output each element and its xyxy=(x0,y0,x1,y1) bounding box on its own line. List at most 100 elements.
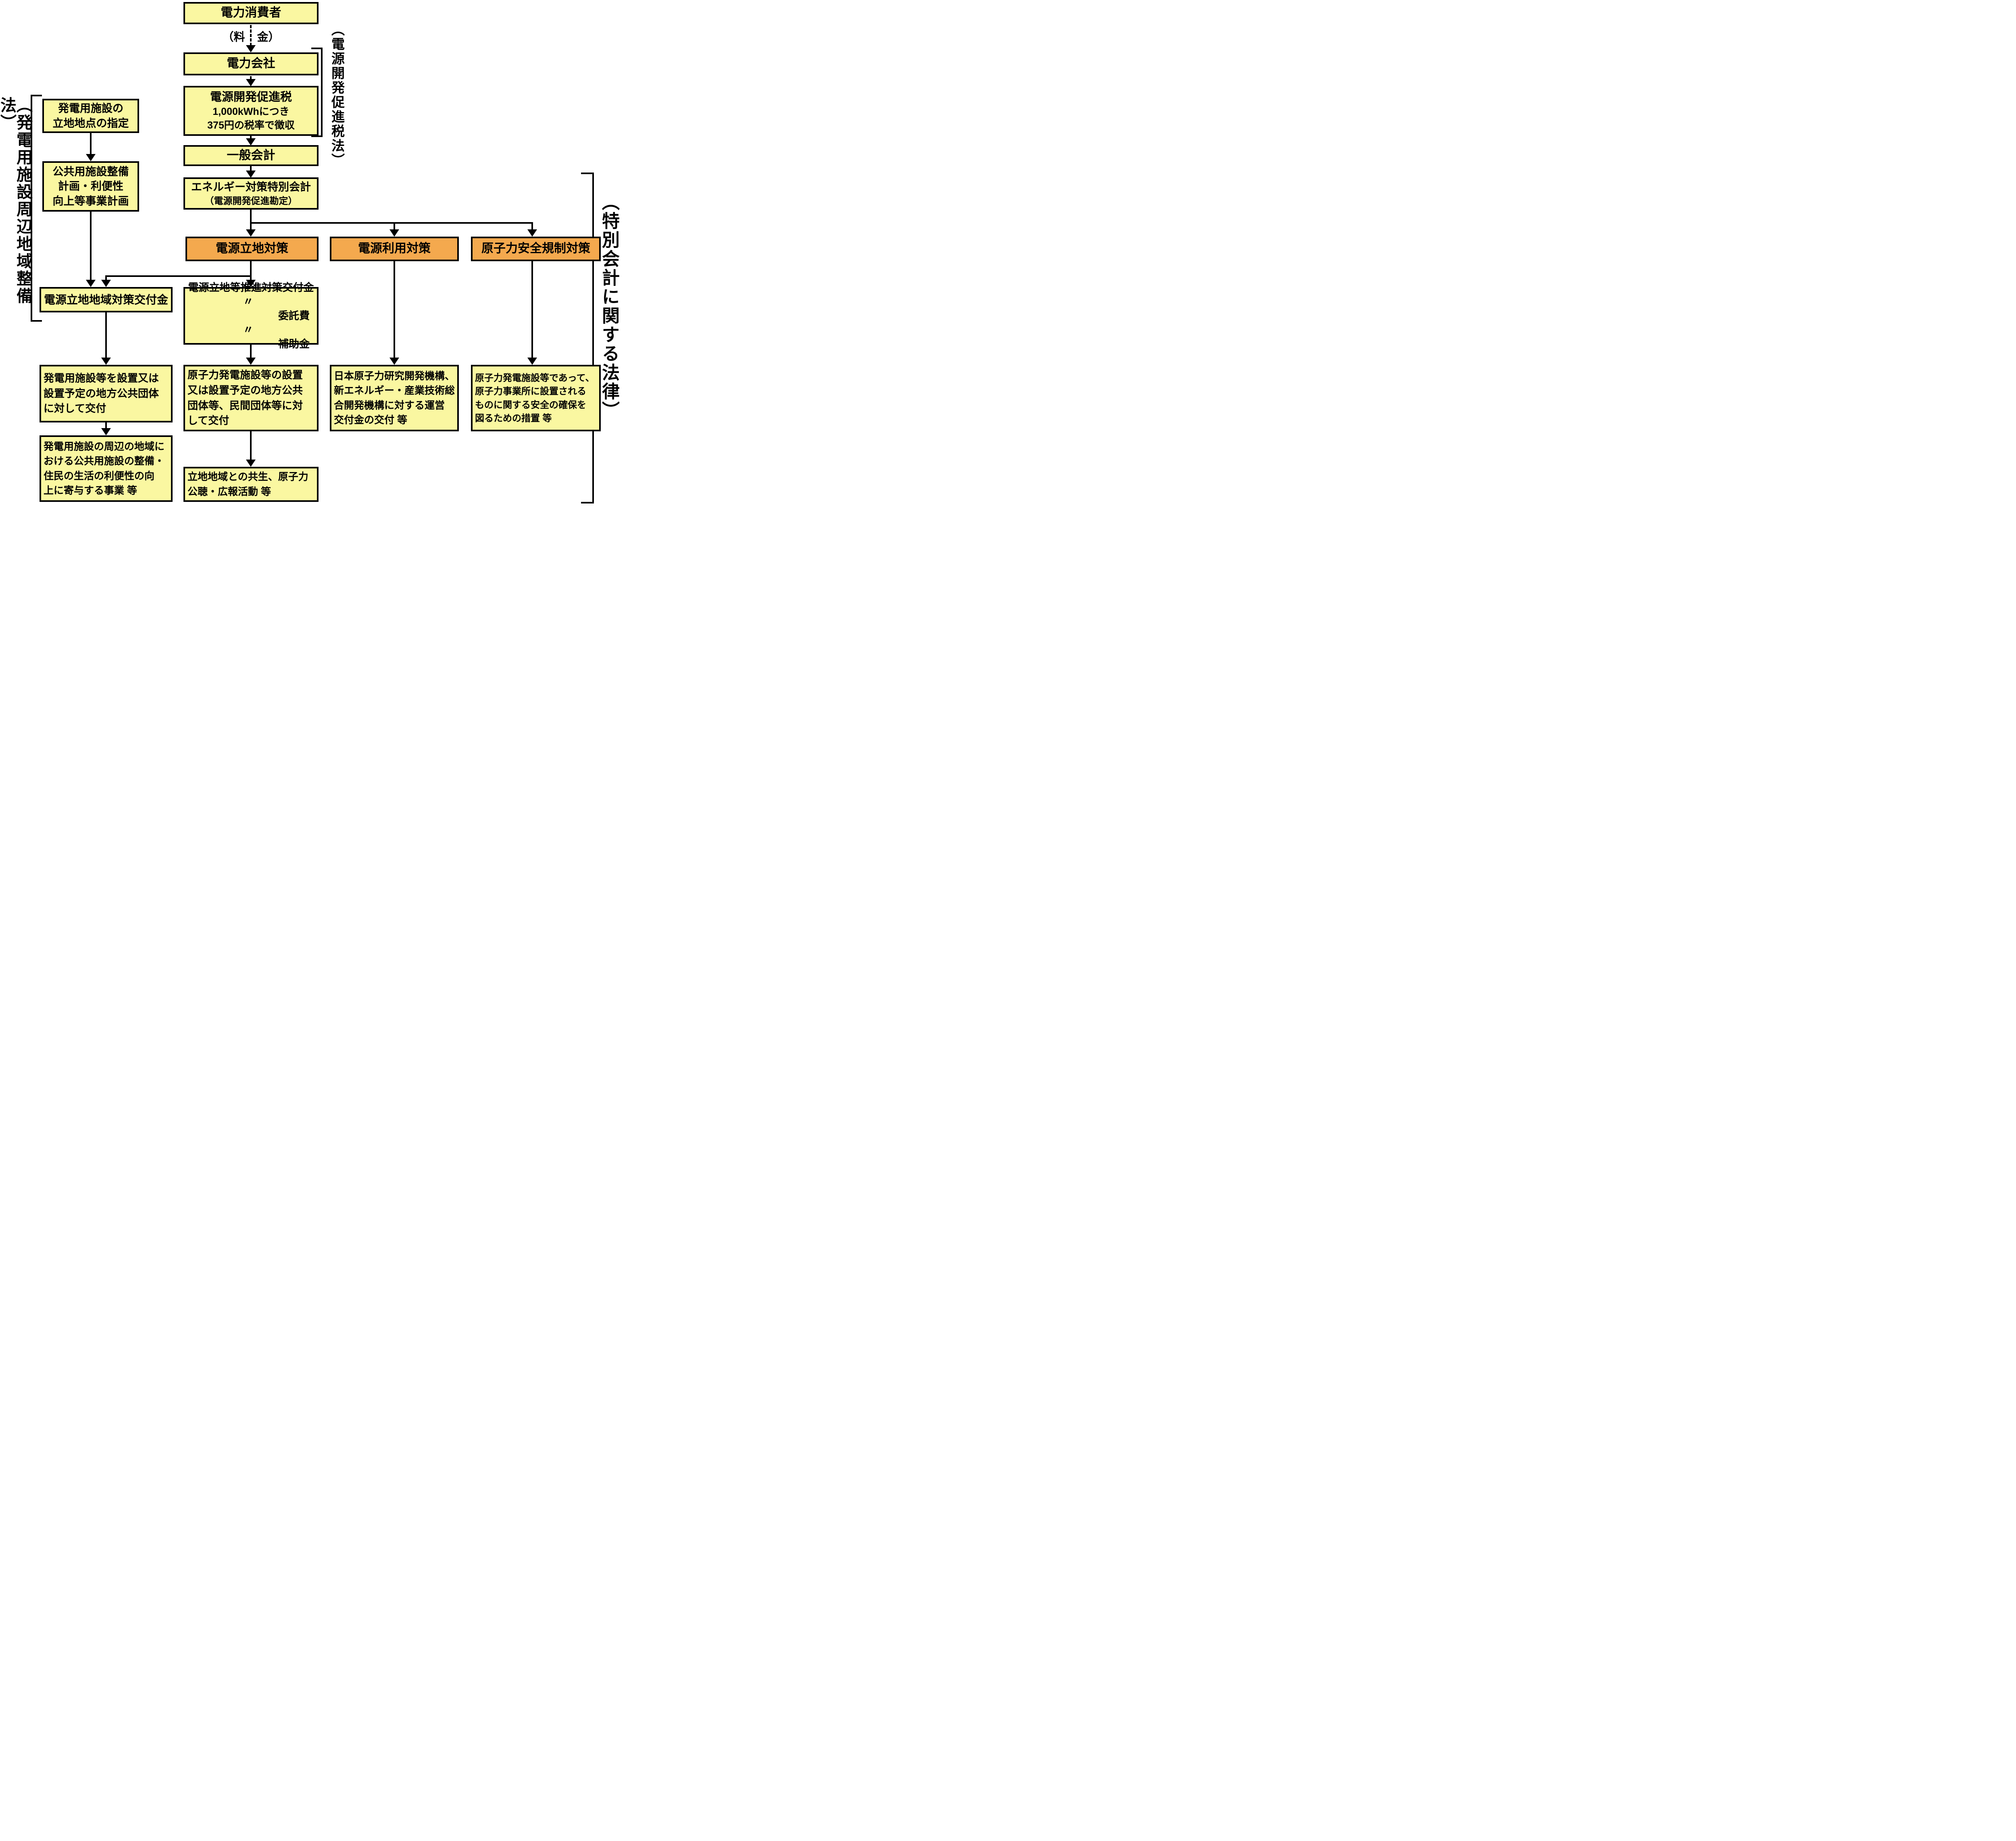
connector-regional-localgov xyxy=(105,312,107,358)
box-community-projects-line3: 住民の生活の利便性の向 xyxy=(44,470,155,482)
box-grant-to-nuclear-sites-line4: して交付 xyxy=(187,414,229,427)
bracket-left-law-vertical xyxy=(31,95,32,322)
box-grant-to-nuclear-sites-line1: 原子力発電施設等の設置 xyxy=(187,369,303,381)
label-tax-law: （電源開発促進税法） xyxy=(329,23,345,168)
box-promotion-grant-item2: 委託費 xyxy=(278,309,310,322)
bracket-tax-law-bottom xyxy=(311,135,323,137)
box-site-designation-line1: 発電用施設の xyxy=(58,102,123,115)
arrowhead-regional-grant xyxy=(86,280,96,287)
bracket-tax-law-top xyxy=(311,48,323,49)
box-general-account: 一般会計 xyxy=(183,145,319,166)
arrowhead-community-projects xyxy=(101,428,111,435)
box-site-designation-line2: 立地地点の指定 xyxy=(52,117,129,129)
box-safety-measures: 原子力発電施設等であって、 原子力事業所に設置される ものに関する安全の確保を … xyxy=(471,365,601,431)
box-public-facility-plan-line3: 向上等事業計画 xyxy=(52,195,129,207)
box-regional-grant: 電源立地地域対策交付金 xyxy=(40,287,173,312)
bracket-left-law-top xyxy=(31,95,42,96)
box-utilization-policy-label: 電源利用対策 xyxy=(358,242,431,256)
connector-branch-left xyxy=(105,275,252,277)
box-community-projects: 発電用施設の周辺の地域に おける公共用施設の整備・ 住民の生活の利便性の向 上に… xyxy=(40,435,173,502)
box-siting-policy-label: 電源立地対策 xyxy=(216,242,288,256)
arrowhead-operating-grants xyxy=(389,358,399,365)
box-grant-to-local-gov-line1: 発電用施設等を設置又は xyxy=(44,372,159,384)
box-coexistence-line1: 立地地域との共生、原子力 xyxy=(187,471,308,483)
arrowhead-tax-general xyxy=(246,138,256,146)
label-fee-right: 金） xyxy=(257,31,280,43)
connector-utilization-operating xyxy=(394,261,395,358)
flowchart: （発電用施設周辺地域整備法） （電源開発促進税法） （特別会計に関する法律） （… xyxy=(0,0,623,505)
box-siting-policy: 電源立地対策 xyxy=(185,237,319,261)
arrowhead-consumer-company xyxy=(246,45,256,52)
arrowhead-utilization-policy xyxy=(389,229,399,237)
box-promotion-grant-item3: 補助金 xyxy=(278,338,310,350)
box-grant-to-local-gov-line2: 設置予定の地方公共団体 xyxy=(44,387,159,399)
connector-siting-promotion xyxy=(250,261,252,281)
box-nuclear-safety-policy: 原子力安全規制対策 xyxy=(471,237,601,261)
arrowhead-promotion-grant xyxy=(246,280,256,287)
box-promotion-grant-line3: 〃 補助金 xyxy=(187,323,315,351)
label-left-law: （発電用施設周辺地域整備法） xyxy=(0,97,32,305)
connector-localgov-community xyxy=(105,422,107,429)
connector-branch-safety xyxy=(531,222,533,230)
arrowhead-grant-nuclear-sites xyxy=(246,358,256,365)
connector-safety-measures xyxy=(531,261,533,358)
box-consumer-label: 電力消費者 xyxy=(221,6,281,20)
label-special-account-law: （特別会計に関する法律） xyxy=(599,193,619,420)
box-regional-grant-label: 電源立地地域対策交付金 xyxy=(44,293,168,306)
box-promotion-grant-line1: 電源立地等推進対策交付金 xyxy=(188,281,314,293)
box-special-account: エネルギー対策特別会計 （電源開発促進勘定） xyxy=(183,177,319,210)
arrowhead-safety-policy xyxy=(527,229,537,237)
arrowhead-safety-measures xyxy=(527,358,537,365)
arrowhead-grant-local-gov xyxy=(101,358,111,365)
box-public-facility-plan-line2: 計画・利便性 xyxy=(58,180,123,193)
box-operating-grants-line1: 日本原子力研究開発機構、 xyxy=(334,370,455,382)
arrowhead-regional-grant-branch xyxy=(101,280,111,287)
connector-tax-general xyxy=(250,136,252,139)
box-operating-grants-line2: 新エネルギー・産業技術総 xyxy=(334,385,455,397)
box-general-account-label: 一般会計 xyxy=(227,148,275,162)
connector-promotion-nuclear xyxy=(250,345,252,358)
box-company: 電力会社 xyxy=(183,52,319,75)
bracket-special-law-top xyxy=(581,173,594,174)
box-tax-line3: 375円の税率で徴収 xyxy=(207,119,295,131)
box-special-account-line2: （電源開発促進勘定） xyxy=(204,195,298,206)
box-grant-to-nuclear-sites-line3: 団体等、民間団体等に対 xyxy=(187,399,303,412)
connector-plan-regional xyxy=(90,212,92,281)
bracket-left-law-bottom xyxy=(31,320,42,322)
box-operating-grants: 日本原子力研究開発機構、 新エネルギー・産業技術総 合開発機構に対する運営 交付… xyxy=(330,365,459,431)
ditto-mark: 〃 xyxy=(243,324,254,336)
connector-branch-top xyxy=(250,222,533,224)
box-community-projects-line1: 発電用施設の周辺の地域に xyxy=(44,441,165,452)
box-safety-measures-line3: ものに関する安全の確保を xyxy=(475,399,586,410)
box-grant-to-nuclear-sites-line2: 又は設置予定の地方公共 xyxy=(187,384,303,396)
box-promotion-grant: 電源立地等推進対策交付金 〃 委託費 〃 補助金 xyxy=(183,281,319,350)
box-grant-to-nuclear-sites: 原子力発電施設等の設置 又は設置予定の地方公共 団体等、民間団体等に対 して交付 xyxy=(183,365,319,431)
box-operating-grants-line4: 交付金の交付 等 xyxy=(334,414,407,426)
arrowhead-public-plan xyxy=(86,154,96,161)
connector-designation-plan xyxy=(90,133,92,155)
connector-special-siting xyxy=(250,210,252,230)
arrowhead-general-special xyxy=(246,171,256,178)
box-community-projects-line4: 上に寄与する事業 等 xyxy=(44,485,137,496)
connector-company-tax xyxy=(250,76,252,80)
arrowhead-company-tax xyxy=(246,79,256,86)
box-promotion-grant-line2: 〃 委託費 xyxy=(187,295,315,323)
box-tax: 電源開発促進税 1,000kWhにつき 375円の税率で徴収 xyxy=(183,86,319,136)
box-tax-line2: 1,000kWhにつき xyxy=(212,106,289,117)
box-public-facility-plan: 公共用施設整備 計画・利便性 向上等事業計画 xyxy=(42,161,139,212)
arrowhead-siting-policy xyxy=(246,229,256,237)
box-operating-grants-line3: 合開発機構に対する運営 xyxy=(334,399,445,411)
connector-general-special xyxy=(250,166,252,171)
bracket-tax-law-vertical xyxy=(321,48,323,137)
box-grant-to-local-gov-line3: に対して交付 xyxy=(44,402,106,415)
bracket-special-law-bottom xyxy=(581,502,594,503)
box-consumer: 電力消費者 xyxy=(183,2,319,24)
box-safety-measures-line2: 原子力事業所に設置される xyxy=(475,386,586,397)
connector-consumer-company xyxy=(250,25,252,46)
box-coexistence-line2: 公聴・広報活動 等 xyxy=(187,486,271,497)
connector-branch-utilization xyxy=(394,222,395,230)
box-nuclear-safety-policy-label: 原子力安全規制対策 xyxy=(481,242,590,256)
box-grant-to-local-gov: 発電用施設等を設置又は 設置予定の地方公共団体 に対して交付 xyxy=(40,365,173,422)
box-utilization-policy: 電源利用対策 xyxy=(330,237,459,261)
box-public-facility-plan-line1: 公共用施設整備 xyxy=(52,165,129,178)
